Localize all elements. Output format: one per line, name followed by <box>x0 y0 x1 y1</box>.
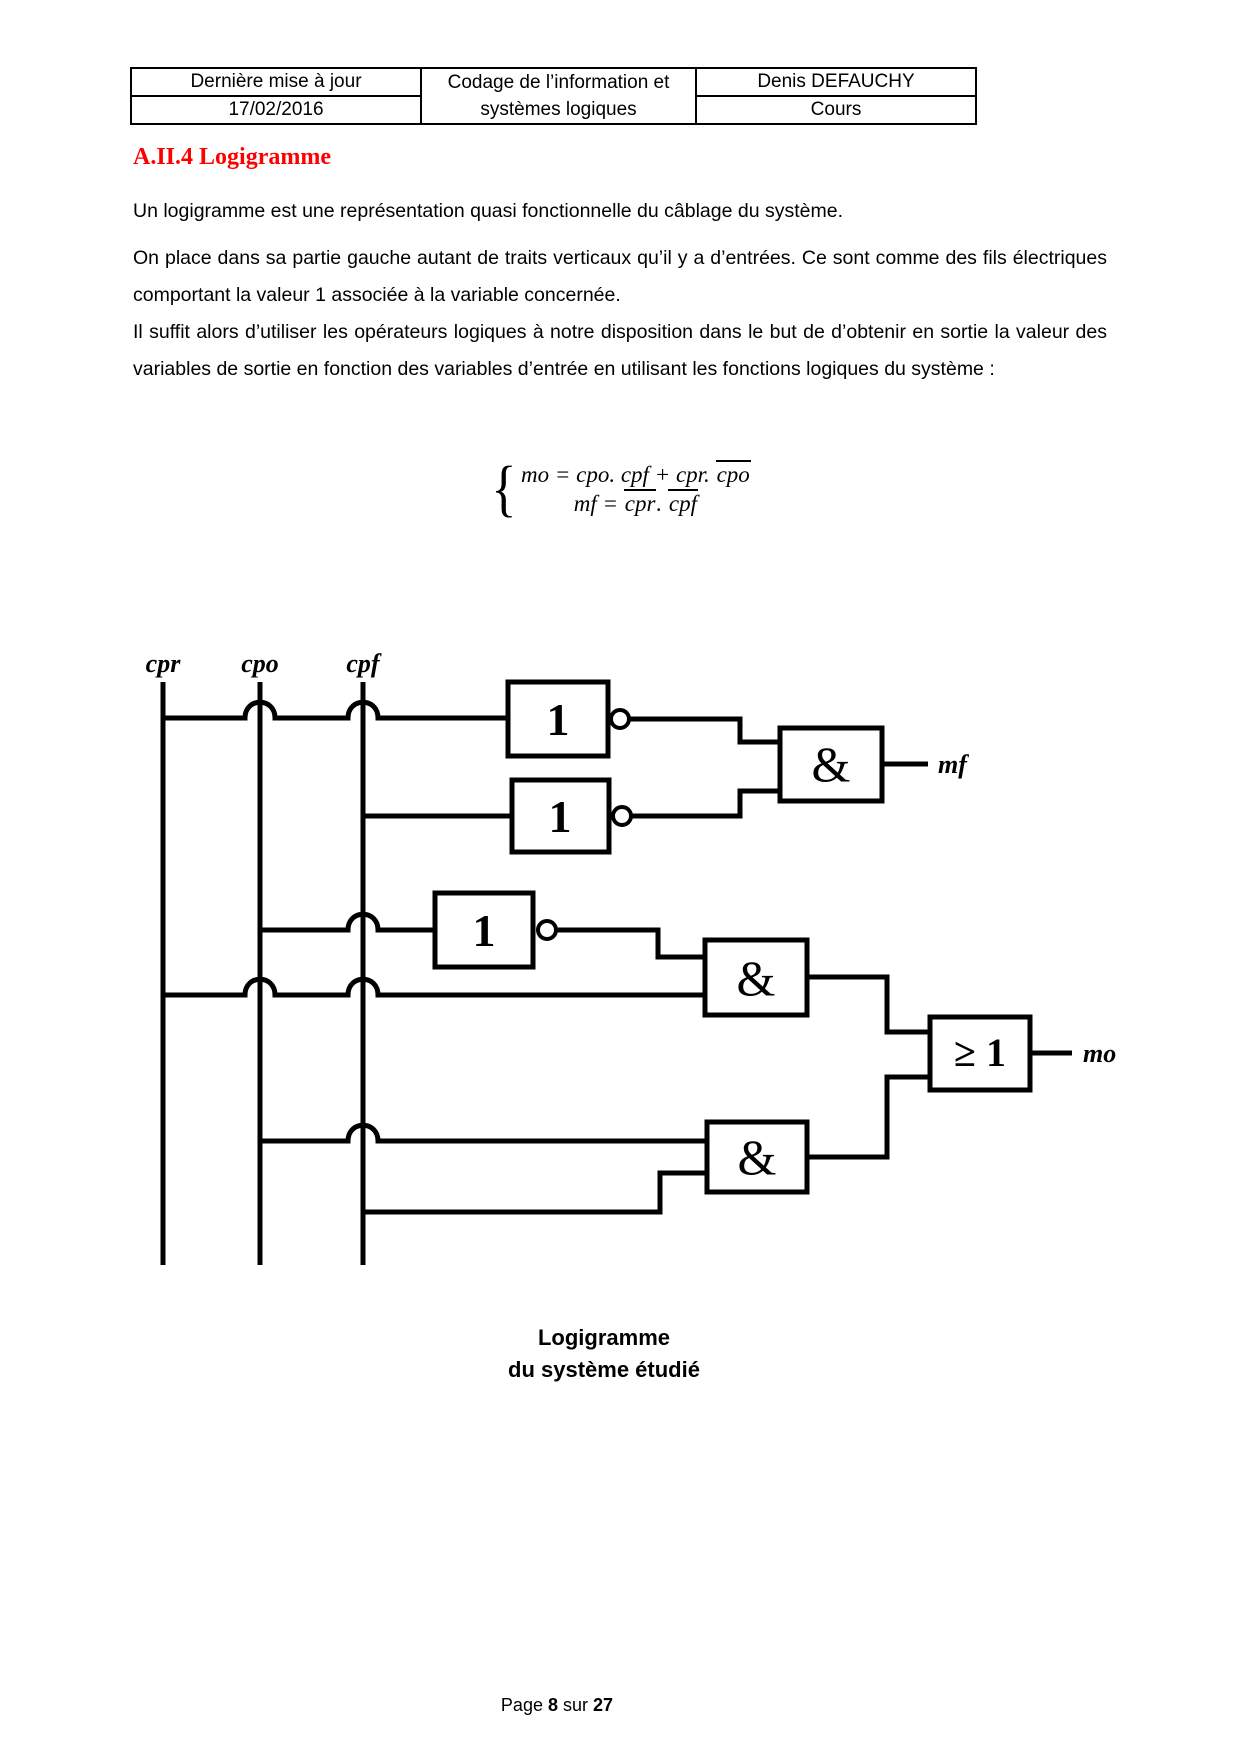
page-footer: Page 8 sur 27 <box>0 1695 1114 1716</box>
not-gate-2-box <box>509 777 612 855</box>
equation-mo-main: mo = cpo. cpf + cpr. <box>520 462 716 487</box>
and-gate-2-label: & <box>737 950 776 1006</box>
and-gate-2-box <box>702 937 810 1018</box>
footer-page-number: 8 <box>547 1695 558 1715</box>
not-gate-2-bubble <box>611 805 633 827</box>
not-gate-3-bubble <box>536 919 558 941</box>
wire-not1-to-and1 <box>629 716 780 745</box>
header-last-update-date: 17/02/2016 <box>130 95 422 125</box>
header-course-title-line1: Codage de l’information et <box>447 72 670 93</box>
footer-total-pages: 27 <box>593 1695 614 1715</box>
input-label-cpo: cpo <box>241 649 279 678</box>
equation-mf: mf = cpr. cpf <box>521 489 751 518</box>
header-last-update-label: Dernière mise à jour <box>130 67 422 97</box>
diagram-caption-line2: du système étudié <box>508 1357 700 1382</box>
header-course-title: Codage de l’information et systèmes logi… <box>420 67 697 125</box>
and-gate-1-box <box>777 725 885 804</box>
equation-mo: mo = cpo. cpf + cpr. cpo <box>521 460 751 489</box>
wire-cpo-to-not3 <box>260 911 435 933</box>
input-label-cpr: cpr <box>146 649 182 678</box>
not-gate-2-label: 1 <box>549 791 572 842</box>
wire-not3-to-and2 <box>556 927 705 960</box>
footer-prefix: Page <box>500 1695 543 1715</box>
or-gate-label: ≥ 1 <box>954 1030 1006 1075</box>
equations: mo = cpo. cpf + cpr. cpo mf = cpr. cpf <box>521 460 751 518</box>
paragraph-operators: Il suffit alors d’utiliser les opérateur… <box>133 321 1107 380</box>
wire-not2-to-and1 <box>631 788 780 819</box>
equation-mo-overline-term: cpo <box>715 460 751 487</box>
not-gate-3-label: 1 <box>473 905 496 956</box>
wire-cpo-to-and3 <box>260 1122 707 1144</box>
and-gate-3-label: & <box>738 1129 777 1185</box>
header-doc-type: Cours <box>695 95 977 125</box>
footer-separator: sur <box>563 1695 589 1715</box>
equation-mf-overline-term1: cpr <box>623 489 657 516</box>
wire-and3-to-or <box>807 1074 930 1160</box>
diagram-caption-line1: Logigramme <box>537 1325 671 1350</box>
equation-mf-dot: . <box>656 491 668 516</box>
header-table: Dernière mise à jour Codage de l’informa… <box>130 67 977 125</box>
section-heading: A.II.4 Logigramme <box>133 144 331 170</box>
not-gate-3-box <box>432 890 536 970</box>
not-gate-1-bubble <box>609 708 631 730</box>
equation-brace: { <box>491 455 517 523</box>
and-gate-3-box <box>704 1119 810 1195</box>
and-gate-1-label: & <box>812 736 851 792</box>
wire-cpr-to-not1 <box>163 699 508 721</box>
diagram-caption: Logigramme du système étudié <box>404 1322 804 1386</box>
wire-cpr-to-and2 <box>163 976 705 998</box>
not-gate-1-box <box>505 679 611 759</box>
output-label-mo: mo <box>1083 1039 1116 1068</box>
equation-mf-main: mf = <box>573 491 624 516</box>
header-author: Denis DEFAUCHY <box>695 67 977 97</box>
not-gate-1-label: 1 <box>547 694 570 745</box>
equation-mf-overline-term2: cpf <box>667 489 699 516</box>
wire-cpf-to-and3 <box>363 1170 707 1215</box>
input-label-cpf: cpf <box>346 649 382 678</box>
logigramme-diagram: cpr cpo cpf 1 <box>146 649 1116 1265</box>
paragraph-intro: Un logigramme est une représentation qua… <box>133 200 844 222</box>
equation-system: { mo = cpo. cpf + cpr. cpo mf = cpr. cpf <box>0 455 1240 523</box>
header-course-title-line2: systèmes logiques <box>480 99 637 120</box>
output-label-mf: mf <box>938 750 969 779</box>
paragraph-rails: On place dans sa partie gauche autant de… <box>133 247 1107 306</box>
or-gate-box <box>927 1014 1033 1093</box>
wire-and2-to-or <box>807 974 930 1035</box>
